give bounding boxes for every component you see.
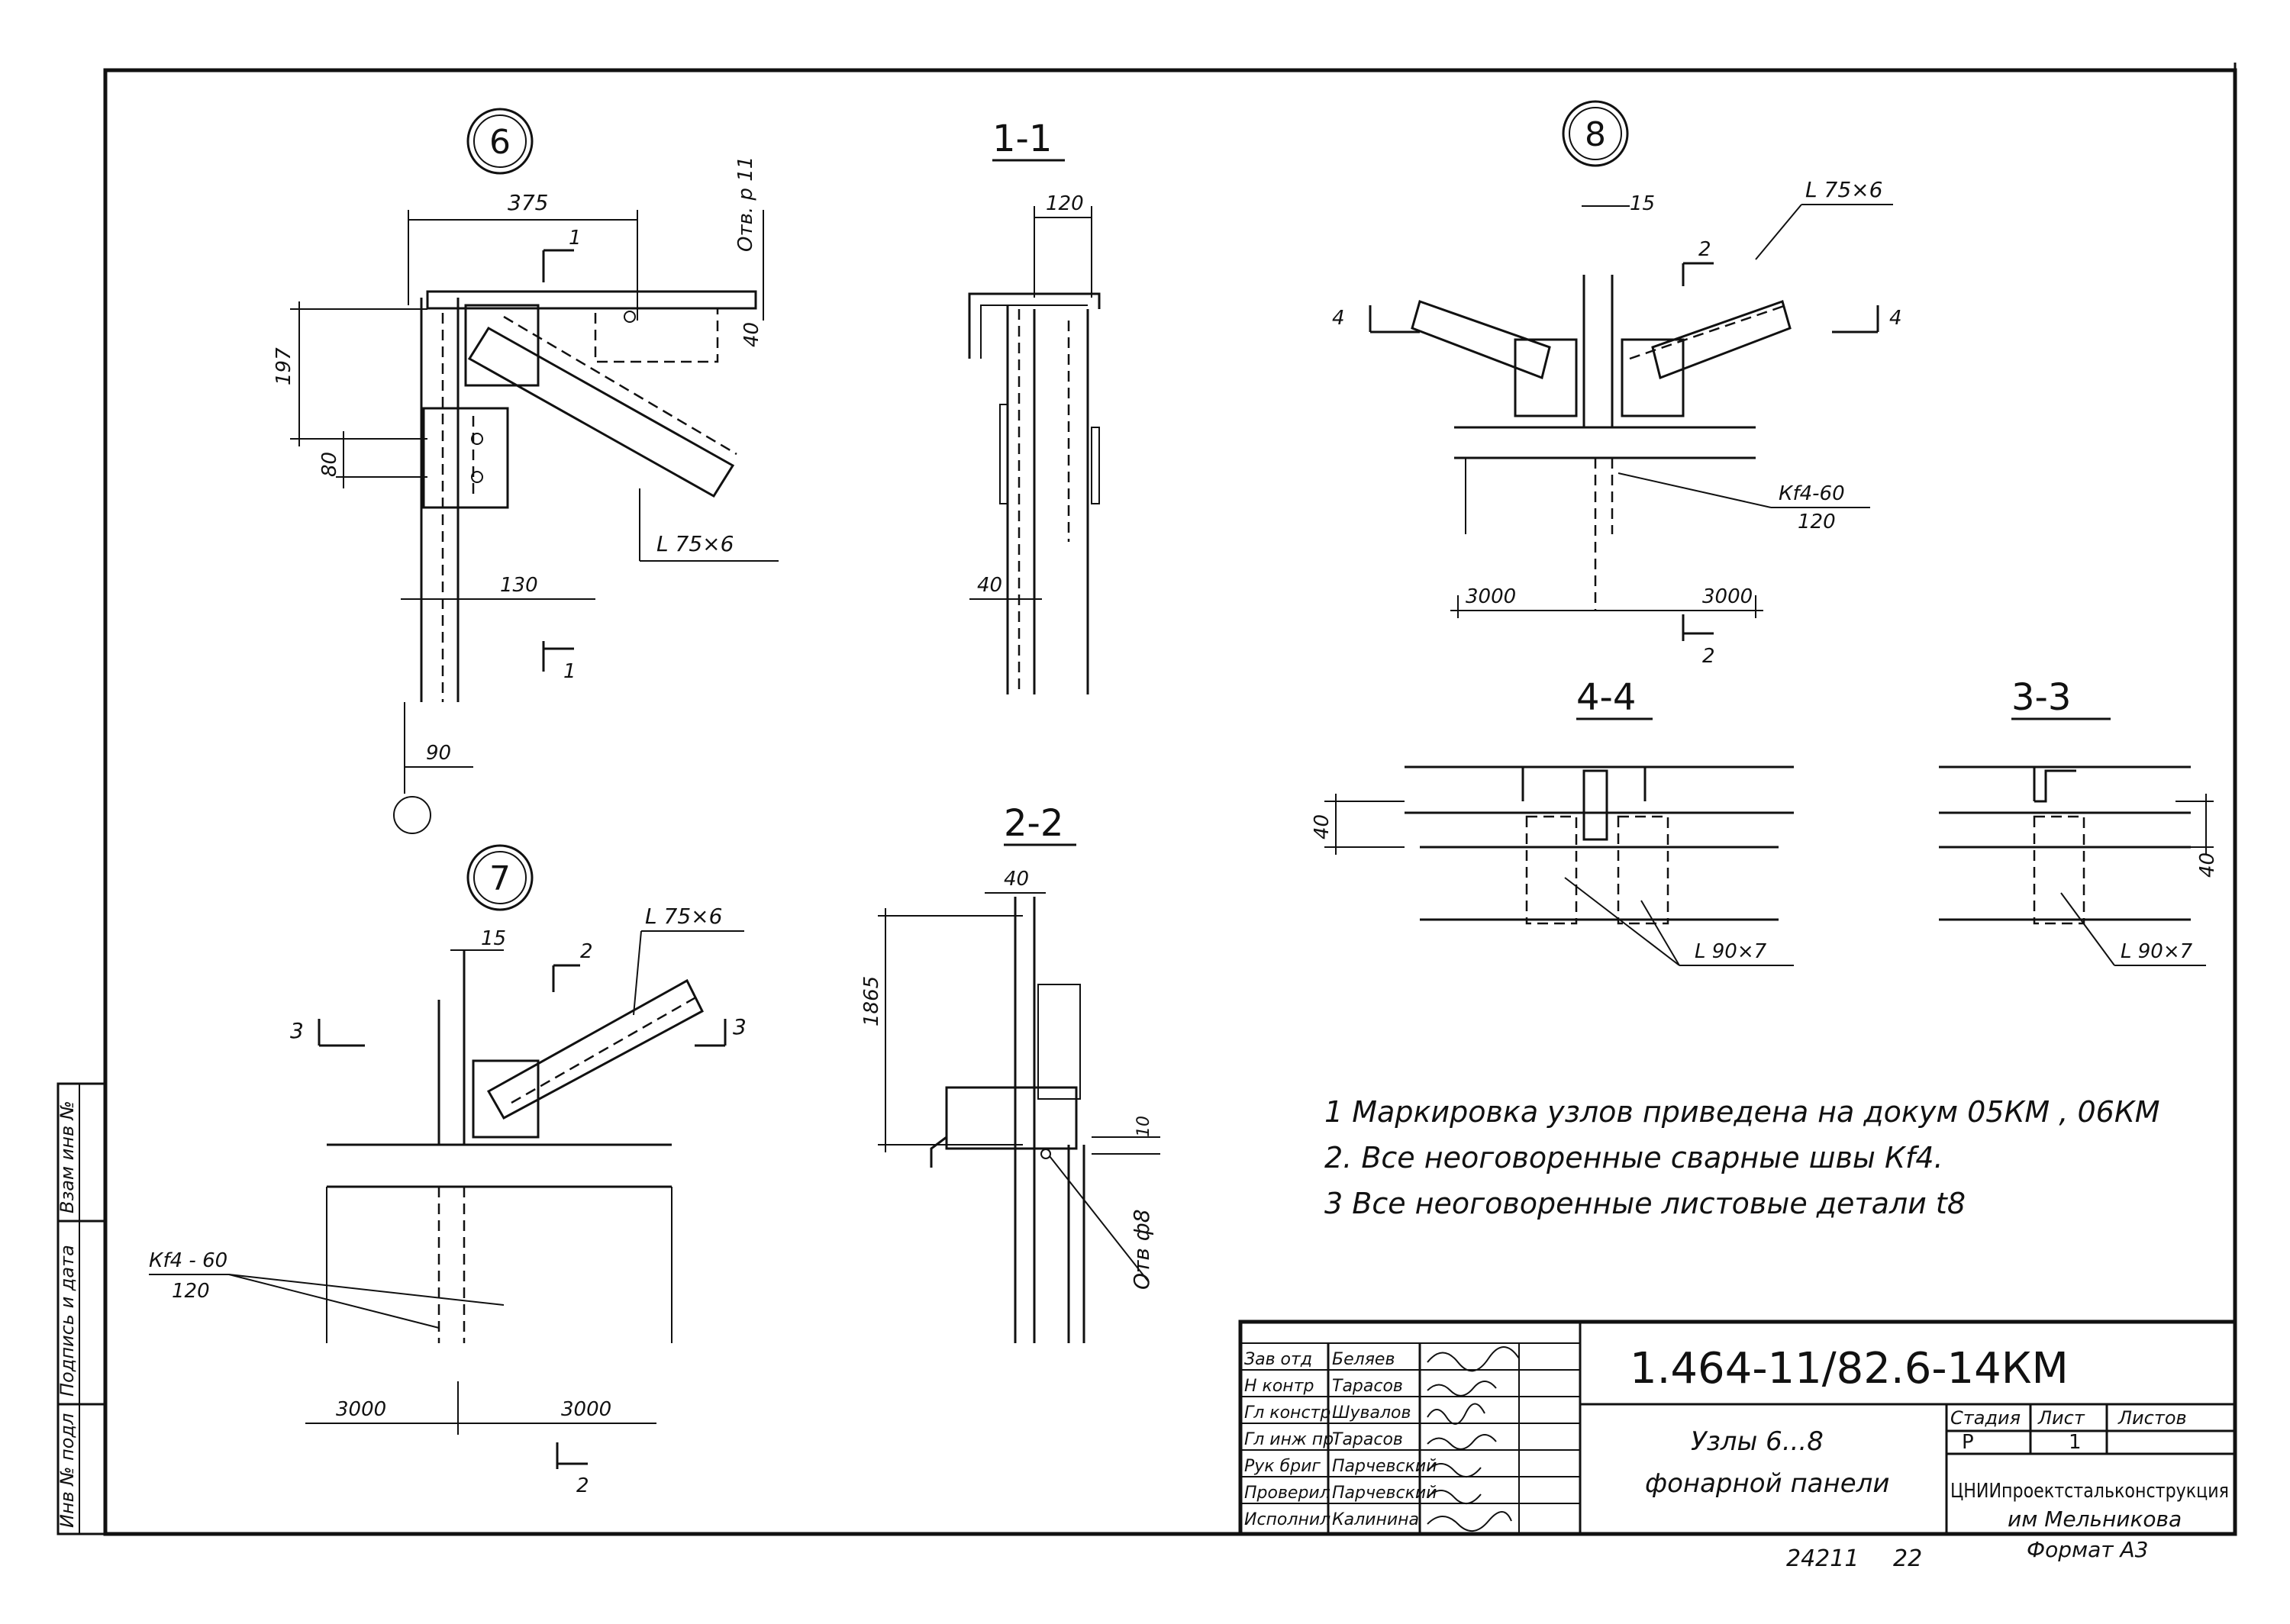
name-7: Калинина xyxy=(1332,1510,1419,1529)
node-6-number: 6 xyxy=(489,123,511,162)
role-1: Зав отд xyxy=(1244,1350,1312,1369)
dim-10: 10 xyxy=(1134,1116,1153,1137)
dim-40-s22: 40 xyxy=(1004,868,1029,891)
weld-length-n8: 120 xyxy=(1798,511,1836,533)
document-code: 1.464-11/82.6-14КМ xyxy=(1630,1344,2069,1394)
section-2-2: 2-2 40 1865 10 Отв ф8 xyxy=(860,802,1160,1343)
node-6-detail: 6 375 Отв. р 11 40 197 80 xyxy=(273,108,779,834)
cut-mark-2-top-n7: 2 xyxy=(580,940,593,963)
dim-15-n7: 15 xyxy=(481,927,506,950)
dim-375: 375 xyxy=(508,190,548,215)
dim-197: 197 xyxy=(273,347,295,385)
organization-name-2: им Мельникова xyxy=(2008,1506,2182,1532)
role-7: Исполнил xyxy=(1244,1510,1330,1529)
node-7-number: 7 xyxy=(489,859,511,898)
note-1: 1 Маркировка узлов приведена на докум 05… xyxy=(1324,1095,2160,1129)
stamp-cell-replace: Взам инв № xyxy=(56,1100,78,1213)
dim-40-s33: 40 xyxy=(2196,852,2219,878)
title-block: Зав отд Беляев Н контр Тарасов Гл констр… xyxy=(1238,1320,2237,1536)
node-8-number: 8 xyxy=(1585,115,1606,154)
stage-header: Стадия xyxy=(1950,1407,2021,1429)
stage-value: Р xyxy=(1962,1431,1974,1454)
node-6-marker xyxy=(466,108,534,175)
angle-label-n8: L 75×6 xyxy=(1805,177,1882,202)
node-8-marker xyxy=(1562,100,1629,167)
footer-page-number: 22 xyxy=(1893,1545,1922,1572)
dim-3000-left-n7: 3000 xyxy=(336,1398,386,1421)
angle-label-n6: L 75×6 xyxy=(656,531,734,556)
weld-label-n7: Кf4 - 60 xyxy=(149,1249,227,1272)
section-4-4-title: 4-4 xyxy=(1576,676,1636,719)
dim-3000-left-n8: 3000 xyxy=(1466,585,1516,608)
hole-note-p11: Отв. р 11 xyxy=(734,156,757,252)
side-stamp: Взам инв № Подпись и дата Инв № подл xyxy=(56,1082,107,1535)
cut-mark-2-bottom-n7: 2 xyxy=(576,1474,589,1497)
section-1-1-title: 1-1 xyxy=(992,118,1052,160)
cut-mark-1-top: 1 xyxy=(569,227,582,250)
sheet-value: 1 xyxy=(2069,1431,2082,1454)
name-5: Парчевский xyxy=(1332,1457,1437,1476)
stamp-cell-signature: Подпись и дата xyxy=(56,1245,78,1397)
cut-mark-2-bottom: 2 xyxy=(1702,645,1715,668)
section-3-3: 3-3 40 L 90×7 xyxy=(1939,676,2219,966)
angle-label-n7: L 75×6 xyxy=(645,904,722,929)
node-7-marker xyxy=(466,844,534,911)
name-6: Парчевский xyxy=(1332,1484,1437,1503)
footer-inventory-number: 24211 xyxy=(1786,1545,1859,1572)
section-3-3-title: 3-3 xyxy=(2011,676,2071,719)
hole-note-8: Отв ф8 xyxy=(1129,1209,1154,1290)
dim-40: 40 xyxy=(740,322,763,347)
weld-label-n8: Кf4-60 xyxy=(1779,482,1845,505)
dim-3000-right-n8: 3000 xyxy=(1702,585,1753,608)
name-4: Тарасов xyxy=(1332,1430,1403,1449)
role-5: Рук бриг xyxy=(1244,1457,1321,1476)
cut-mark-2-top: 2 xyxy=(1698,238,1711,261)
dim-40-s11: 40 xyxy=(977,574,1002,597)
role-6: Проверил xyxy=(1244,1484,1330,1503)
dim-130: 130 xyxy=(500,574,538,597)
role-3: Гл констр xyxy=(1244,1403,1330,1423)
format-label: Формат А3 xyxy=(2027,1537,2148,1562)
sheet-header: Лист xyxy=(2037,1407,2085,1429)
dim-90: 90 xyxy=(426,742,451,765)
organization-name: ЦНИИпроектстальконструкция xyxy=(1950,1480,2229,1503)
angle-label-s44: L 90×7 xyxy=(1695,940,1767,963)
sheets-header: Листов xyxy=(2117,1407,2187,1429)
dim-40-s44: 40 xyxy=(1311,814,1334,839)
dim-15-n8: 15 xyxy=(1630,192,1655,215)
dim-80: 80 xyxy=(318,452,341,477)
name-2: Тарасов xyxy=(1332,1377,1403,1396)
weld-length-n7: 120 xyxy=(172,1280,210,1303)
angle-label-s33: L 90×7 xyxy=(2121,940,2193,963)
signatures xyxy=(1427,1346,1520,1532)
cut-mark-3-right: 3 xyxy=(733,1014,747,1039)
stamp-cell-inventory: Инв № подл xyxy=(56,1413,78,1528)
subject-line-2: фонарной панели xyxy=(1645,1468,1890,1499)
dim-120: 120 xyxy=(1046,192,1084,215)
dim-1865: 1865 xyxy=(860,976,883,1026)
node-8-detail: 8 15 L 75×6 4 4 2 2 xyxy=(1332,100,1902,668)
name-3: Шувалов xyxy=(1332,1403,1411,1423)
section-1-1: 1-1 120 40 xyxy=(968,118,1101,694)
cut-mark-1-bottom: 1 xyxy=(563,660,576,683)
name-1: Беляев xyxy=(1332,1350,1395,1369)
note-2: 2. Все неоговоренные сварные швы Кf4. xyxy=(1324,1141,1943,1174)
section-4-4: 4-4 40 L 90×7 xyxy=(1311,676,1794,966)
role-4: Гл инж пр xyxy=(1244,1430,1334,1449)
node-7-detail: 7 15 L 75×6 3 3 2 2 Кf4 - 6 xyxy=(149,844,747,1497)
cut-mark-4-right: 4 xyxy=(1889,307,1902,330)
cut-mark-4-left: 4 xyxy=(1332,307,1345,330)
role-2: Н контр xyxy=(1244,1377,1314,1396)
cut-mark-3-left: 3 xyxy=(290,1018,304,1043)
general-notes: 1 Маркировка узлов приведена на докум 05… xyxy=(1324,1095,2160,1220)
dim-3000-right-n7: 3000 xyxy=(561,1398,611,1421)
subject-line-1: Узлы 6...8 xyxy=(1691,1426,1824,1457)
note-3: 3 Все неоговоренные листовые детали t8 xyxy=(1324,1187,1966,1220)
section-2-2-title: 2-2 xyxy=(1004,802,1063,845)
